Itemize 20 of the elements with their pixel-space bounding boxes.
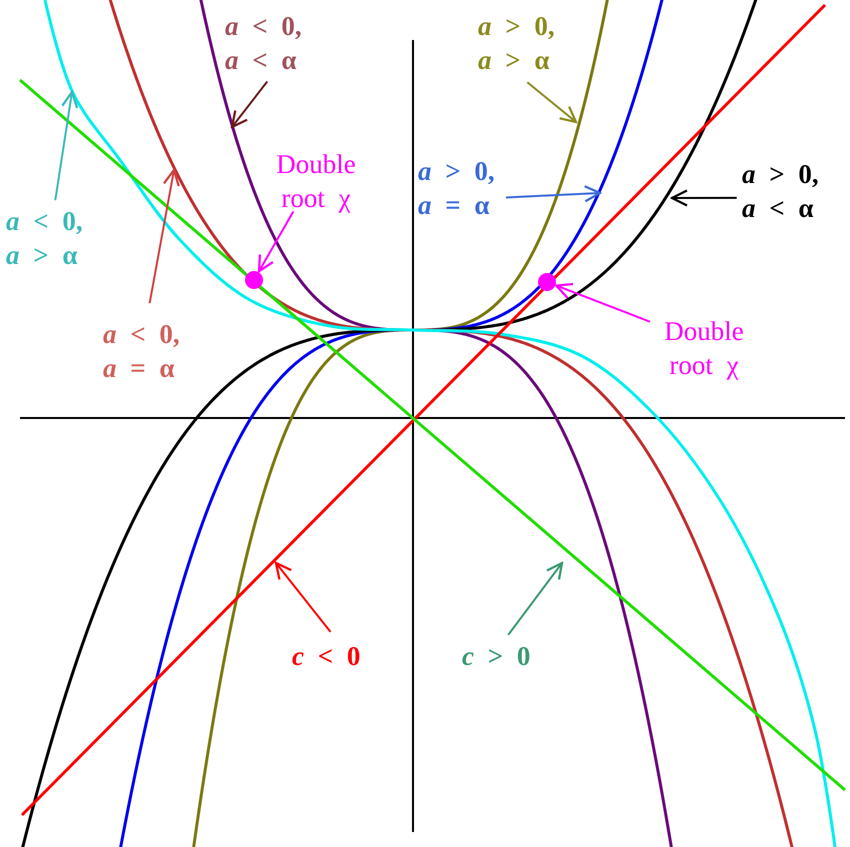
leader-arrow	[507, 562, 564, 636]
condition-label: c < 0	[292, 640, 402, 674]
leader-arrow	[555, 282, 650, 323]
leader-arrow	[258, 210, 294, 272]
condition-label: a > 0, a = α	[418, 155, 506, 222]
leader-arrow	[670, 189, 737, 207]
leader-arrow	[148, 168, 180, 304]
condition-label: Double root χ	[262, 148, 370, 216]
condition-label: c > 0	[462, 640, 572, 674]
leader-arrow	[526, 81, 578, 124]
condition-label: Double root χ	[650, 315, 758, 382]
condition-label: a < 0, a = α	[103, 318, 191, 386]
leader-arrow	[506, 185, 602, 202]
condition-label: a > 0, a > α	[478, 10, 566, 78]
condition-label: a < 0, a < α	[225, 10, 313, 78]
leader-arrow	[274, 562, 332, 633]
condition-label: a < 0, a > α	[6, 205, 94, 272]
leader-arrow	[54, 90, 78, 200]
leader-arrow	[230, 80, 268, 128]
condition-label: a > 0, a < α	[742, 158, 830, 226]
